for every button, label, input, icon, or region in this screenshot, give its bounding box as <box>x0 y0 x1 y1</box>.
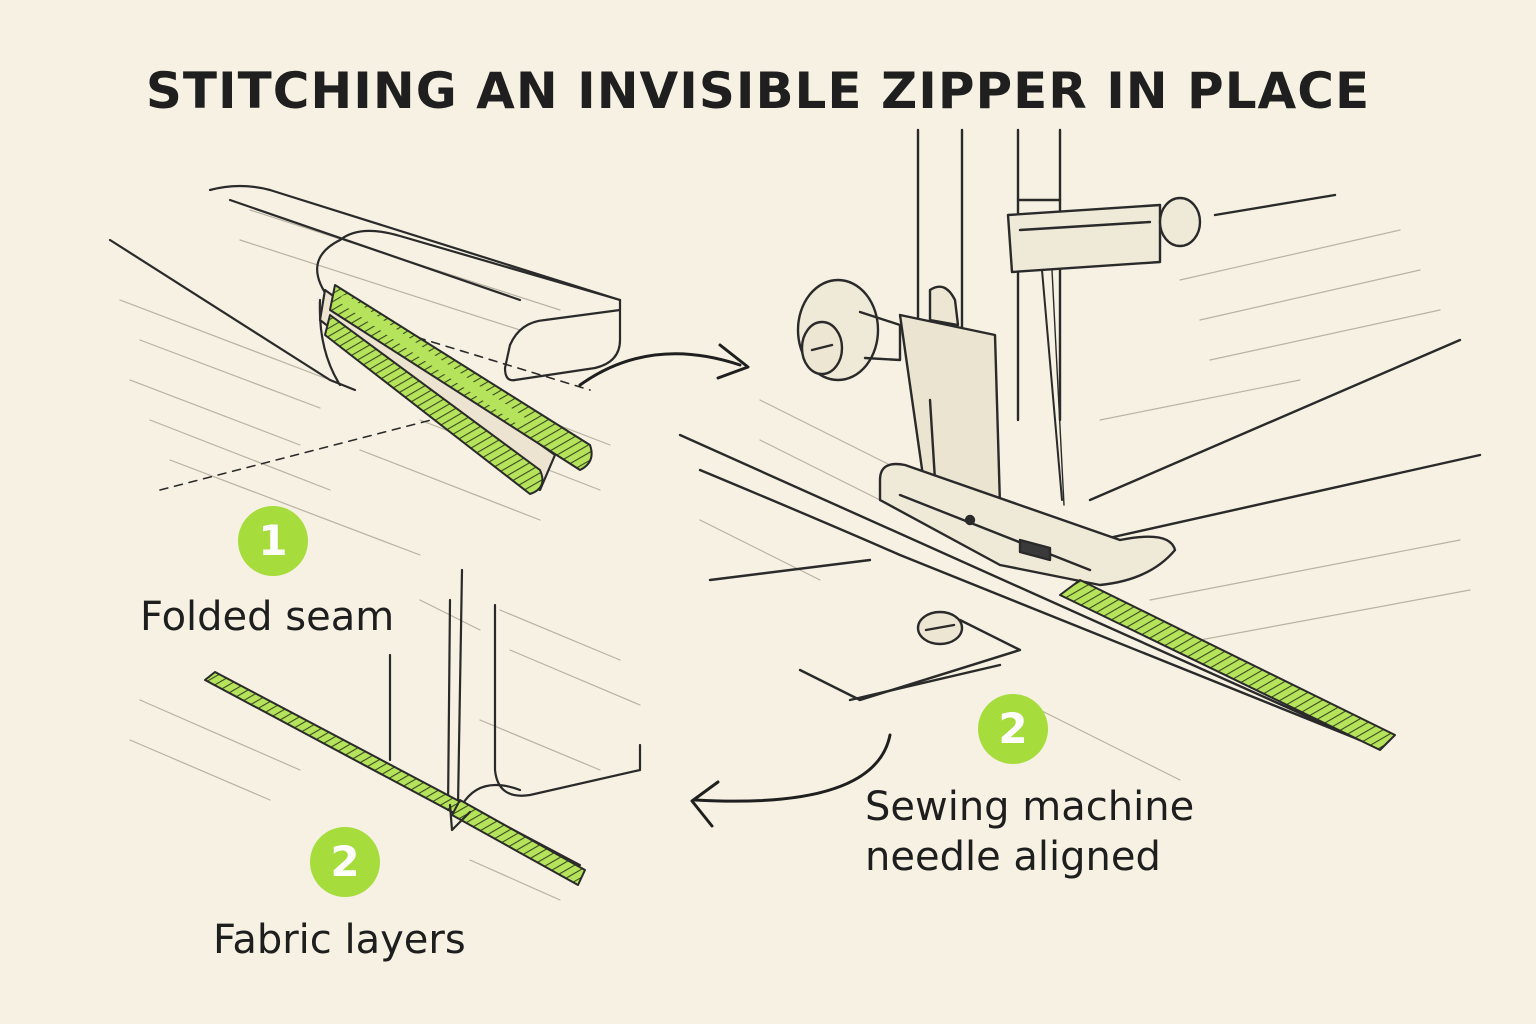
arrow-left-icon <box>690 733 892 828</box>
step-badge-2-fabric: 2 <box>310 827 380 897</box>
caption-line-2: needle aligned <box>865 834 1161 880</box>
step-badge-2-machine: 2 <box>978 694 1048 764</box>
step-caption-folded-seam: Folded seam <box>140 594 395 640</box>
sewing-machine-illustration <box>678 128 1482 781</box>
fabric-layers-illustration <box>129 568 642 901</box>
step-caption-sewing-machine: Sewing machine needle aligned <box>865 782 1194 882</box>
step-caption-fabric-layers: Fabric layers <box>213 917 466 963</box>
page-title: STITCHING AN INVISIBLE ZIPPER IN PLACE <box>145 62 1371 120</box>
folded-seam-illustration <box>108 184 622 556</box>
caption-line-1: Sewing machine <box>865 784 1195 830</box>
arrow-right-icon <box>578 343 750 387</box>
step-badge-1: 1 <box>238 506 308 576</box>
